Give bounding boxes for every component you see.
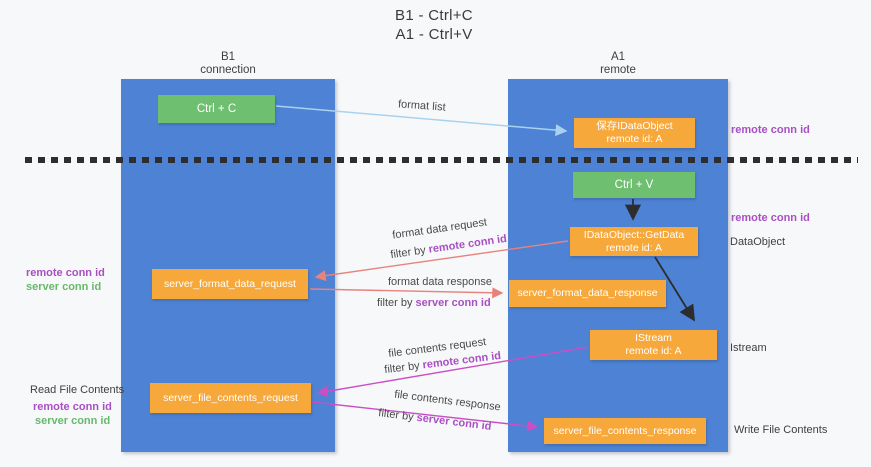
format-data-response-arrow <box>309 287 504 299</box>
filter-by-text: filter by <box>377 297 416 309</box>
remote-conn-id-label-left2: remote conn id <box>33 401 112 413</box>
lane-b1-name: B1 <box>220 51 236 63</box>
read-file-contents-label: Read File Contents <box>30 384 125 396</box>
lane-a1-subtitle: remote <box>600 64 636 76</box>
server-file-contents-request-box: server_file_contents_request <box>150 383 311 413</box>
istream-box: IStream remote id: A <box>590 330 717 360</box>
filter-by-text: filter by <box>383 359 424 377</box>
filter-by-server-2: filter by server conn id <box>378 407 492 433</box>
server-conn-id-label-left2: server conn id <box>35 415 111 427</box>
remote-conn-id-label-mid: remote conn id <box>731 212 810 224</box>
istream-line2: remote id: A <box>625 345 682 357</box>
server-file-contents-response-label: server_file_contents_response <box>553 424 697 437</box>
ctrl-v-box: Ctrl + V <box>573 172 695 198</box>
lane-a1-name: A1 <box>610 51 626 63</box>
server-file-contents-response-box: server_file_contents_response <box>544 418 706 444</box>
server-format-data-request-box: server_format_data_request <box>152 269 308 299</box>
diagram-title-line1: B1 - Ctrl+C <box>395 7 473 24</box>
save-dataobject-line2: remote id: A <box>606 133 663 145</box>
ctrl-v-label: Ctrl + V <box>614 179 654 191</box>
ctrl-c-box: Ctrl + C <box>158 95 275 123</box>
istream-line1: IStream <box>635 332 672 344</box>
format-list-annotation: format list <box>397 98 447 114</box>
lane-b1-subtitle: connection <box>200 64 256 76</box>
server-conn-id-text: server conn id <box>415 297 491 309</box>
filter-by-server-1: filter by server conn id <box>377 297 491 309</box>
filter-by-text: filter by <box>389 243 430 262</box>
server-format-data-response-label: server_format_data_response <box>517 287 658 299</box>
remote-conn-id-text: remote conn id <box>427 232 508 256</box>
server-conn-id-label-left1: server conn id <box>26 281 102 293</box>
ctrl-c-label: Ctrl + C <box>196 103 237 115</box>
diagram-title-line2: A1 - Ctrl+V <box>395 26 473 43</box>
save-dataobject-line1: 保存IDataObject <box>596 120 673 132</box>
getdata-line1: IDataObject::GetData <box>583 228 685 241</box>
server-format-data-response-box: server_format_data_response <box>509 280 666 307</box>
lane-header-a1: A1 remote <box>558 51 678 77</box>
dataobject-label: DataObject <box>730 236 786 248</box>
server-file-contents-request-label: server_file_contents_request <box>163 391 298 404</box>
filter-by-text: filter by <box>377 407 418 424</box>
getdata-box: IDataObject::GetData remote id: A <box>570 227 698 256</box>
lane-header-b1: B1 connection <box>168 51 288 77</box>
istream-label: Istream <box>730 342 767 354</box>
format-data-response-annotation: format data response <box>388 276 492 288</box>
file-contents-response-annotation: file contents response <box>393 388 502 414</box>
server-conn-id-text: server conn id <box>415 411 493 433</box>
write-file-contents-label: Write File Contents <box>734 424 828 436</box>
dashed-separator-line <box>25 157 858 163</box>
server-format-data-request-label: server_format_data_request <box>164 277 296 290</box>
save-dataobject-box: 保存IDataObject remote id: A <box>574 118 695 148</box>
remote-conn-id-label-left1: remote conn id <box>26 267 105 279</box>
remote-conn-id-label-top: remote conn id <box>731 124 810 136</box>
getdata-line2: remote id: A <box>605 241 663 254</box>
